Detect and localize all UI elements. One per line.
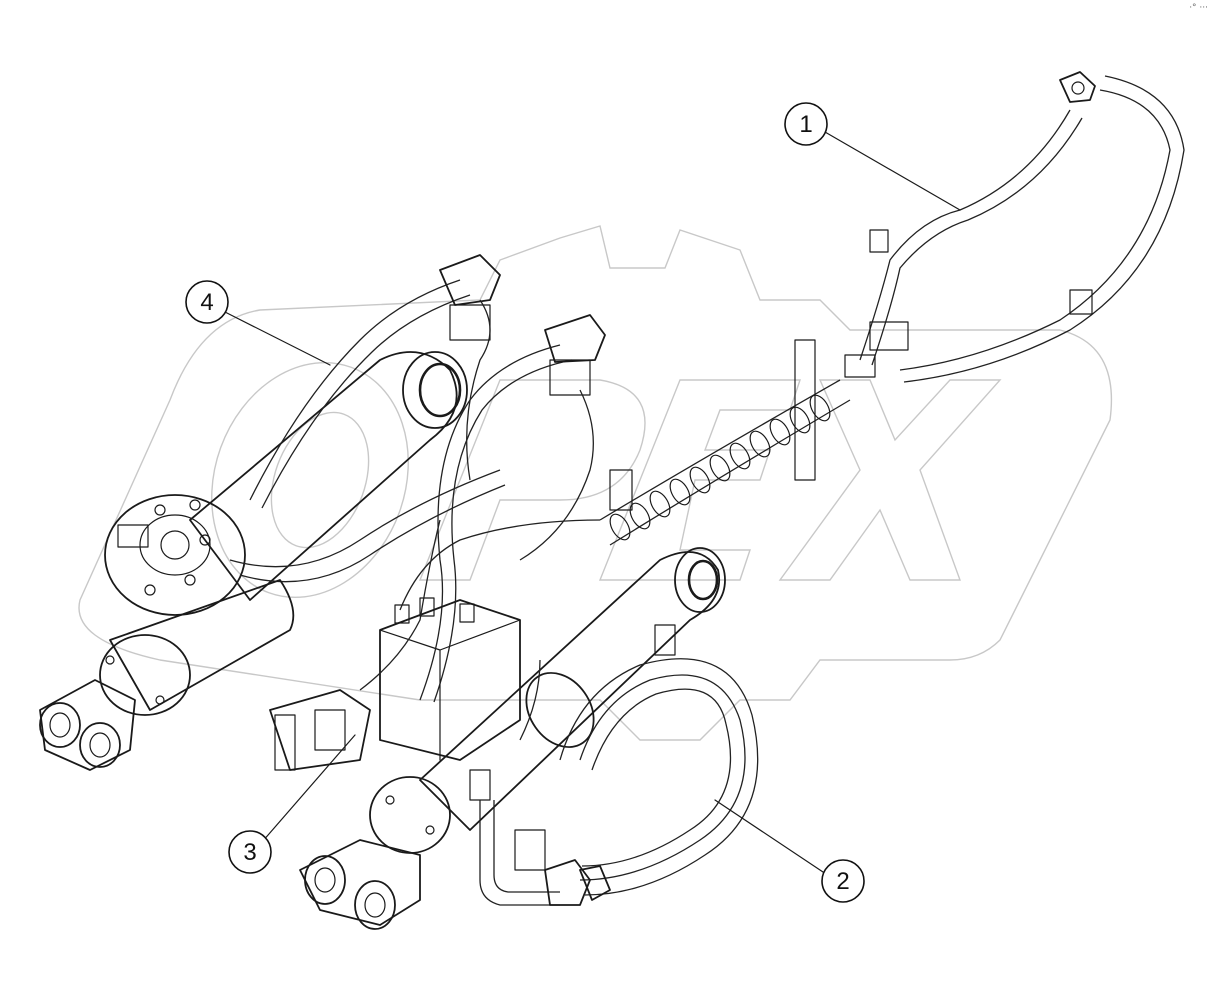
callout-4: 4 [185,280,229,324]
callout-3: 3 [228,830,272,874]
corner-mark: ·° ··· [1189,3,1208,13]
callout-1-label: 1 [799,111,812,138]
valve-block [269,519,601,771]
callout-2: 2 [821,859,865,903]
cylinder-upper-left [104,351,506,616]
watermark-gear [78,225,1113,741]
leader-lines [224,131,961,873]
hoses-upper-left [249,254,606,703]
callout-4-label: 4 [200,289,213,316]
corrugated-hose [599,339,851,546]
cylinder-lower-right [299,547,726,930]
callout-3-label: 3 [243,839,256,866]
callout-1: 1 [784,102,828,146]
callout-2-label: 2 [836,868,849,895]
rod-clevis-left [39,579,295,771]
hose-2-loop [479,658,759,906]
hose-1 [844,71,1185,383]
